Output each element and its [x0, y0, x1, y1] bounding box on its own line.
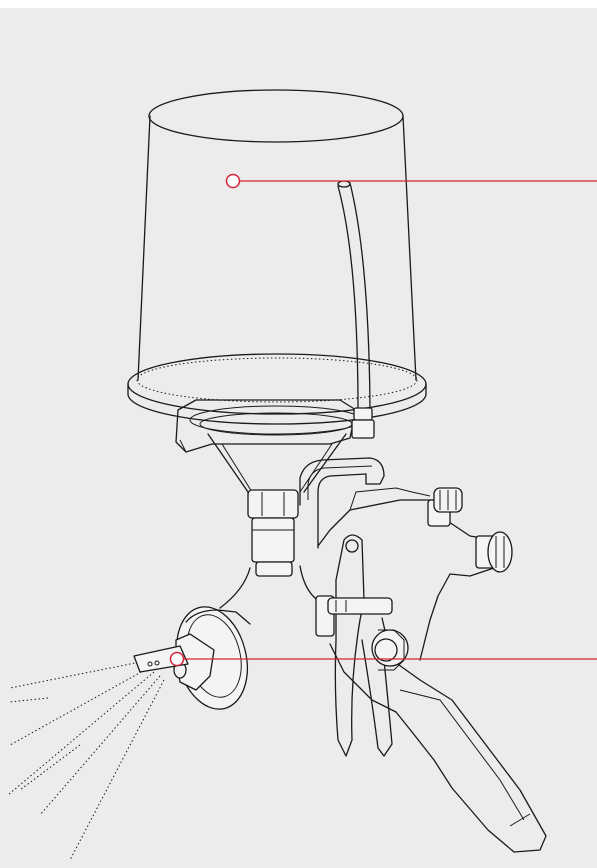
callout-marker	[169, 651, 185, 667]
callout-spray-nozzle	[169, 651, 597, 667]
callout-paint-cup	[225, 173, 597, 189]
spray-mist	[7, 659, 165, 861]
callout-marker	[225, 173, 241, 189]
paint-cup	[127, 89, 427, 493]
cup-connector	[247, 489, 299, 577]
air-cap-nozzle	[133, 606, 251, 710]
gun-body	[219, 457, 547, 853]
diagram-panel	[0, 8, 597, 868]
